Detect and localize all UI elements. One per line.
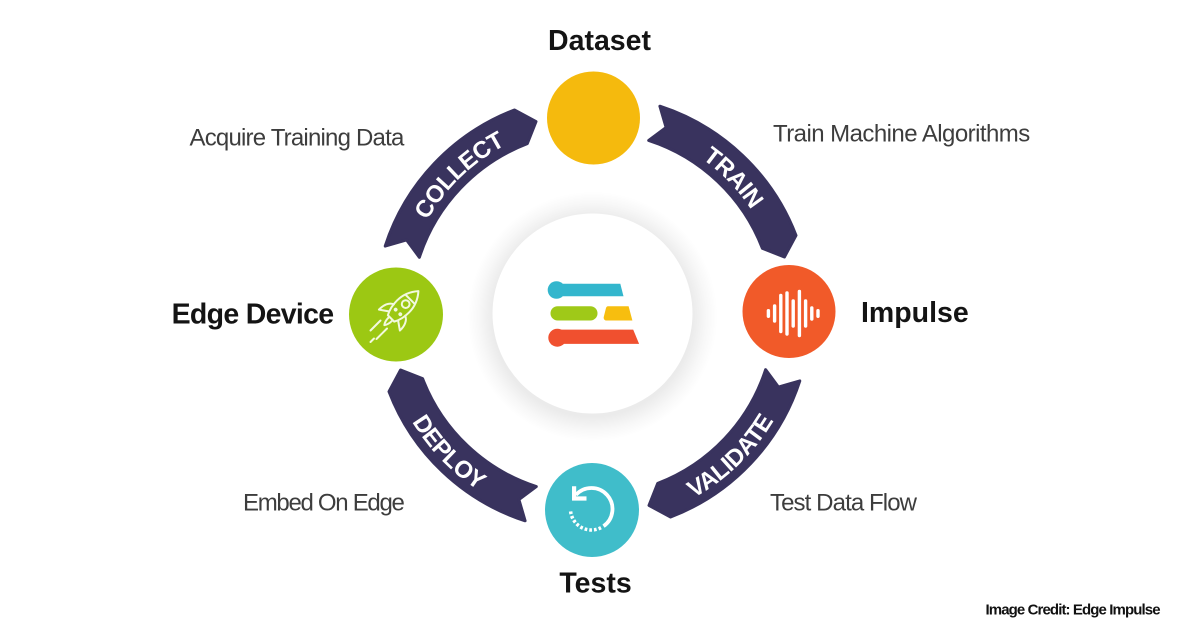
svg-text:Train Machine Algorithms: Train Machine Algorithms (773, 121, 1030, 148)
svg-text:Test Data Flow: Test Data Flow (770, 490, 918, 517)
svg-text:Tests: Tests (559, 568, 631, 600)
svg-text:Dataset: Dataset (548, 25, 651, 57)
svg-text:Embed On Edge: Embed On Edge (243, 490, 404, 517)
svg-text:Edge Device: Edge Device (172, 299, 334, 331)
svg-text:VALIDATE: VALIDATE (683, 409, 779, 503)
svg-text:Image Credit: Edge Impulse: Image Credit: Edge Impulse (986, 602, 1161, 619)
svg-text:Acquire Training Data: Acquire Training Data (190, 125, 405, 152)
svg-text:Impulse: Impulse (861, 297, 969, 329)
